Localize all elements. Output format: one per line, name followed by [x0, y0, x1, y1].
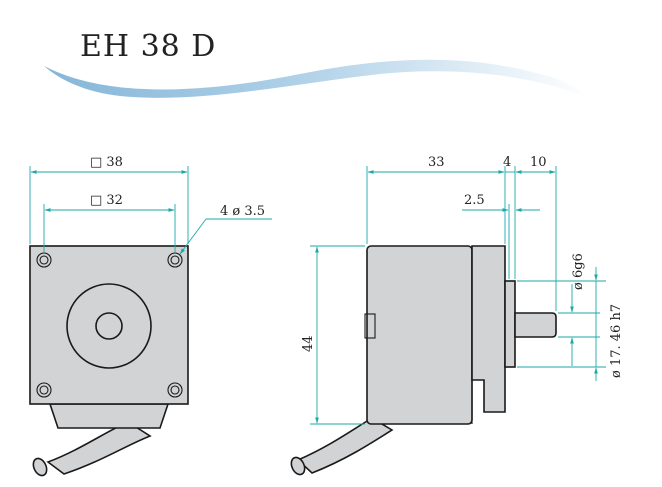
- dim-outer-square: □ 38: [90, 155, 123, 170]
- side-connector: [364, 313, 376, 339]
- dim-pilot-length: 2.5: [464, 193, 485, 208]
- front-cable: [46, 421, 152, 475]
- dim-holes: 4 ø 3.5: [220, 204, 265, 219]
- mounting-holes: [36, 252, 183, 398]
- front-lower-tab: [48, 403, 170, 429]
- side-shaft: [514, 312, 557, 338]
- front-shaft: [95, 312, 123, 340]
- dim-pilot-diameter: ø 17. 46 h7: [609, 304, 624, 378]
- front-view: □ 38 □ 32 4 ø 3.5: [29, 155, 272, 477]
- side-flange: [471, 245, 506, 413]
- dim-hole-pitch: □ 32: [90, 193, 123, 208]
- side-view: 33 4 10 2.5 44 ø 6g6 ø 17. 46 h7: [290, 155, 624, 476]
- dim-shaft-diameter: ø 6g6: [571, 253, 586, 290]
- dim-shaft-length: 10: [530, 155, 547, 170]
- page-title: EH 38 D: [80, 29, 216, 64]
- header-wave: [44, 59, 592, 100]
- dim-flange-thickness: 4: [503, 155, 511, 170]
- side-pilot: [504, 280, 516, 368]
- side-body: [366, 245, 473, 425]
- dim-height: 44: [301, 335, 316, 352]
- side-cable: [296, 417, 394, 474]
- dim-body-length: 33: [428, 155, 445, 170]
